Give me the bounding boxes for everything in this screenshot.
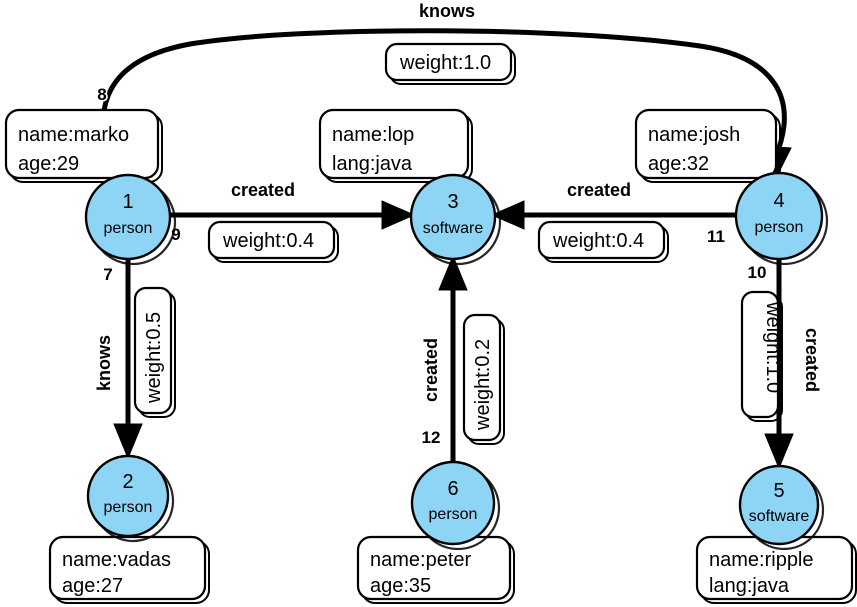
vertex-4-id: 4	[773, 190, 784, 212]
property-box-vertex-6-line1: name:peter	[370, 549, 472, 571]
edge-10-arrowhead	[764, 433, 794, 470]
property-box-vertex-1[interactable]: name:marko age:29	[4, 108, 163, 183]
property-box-vertex-3-bg	[318, 108, 470, 180]
edge-11-created[interactable]	[490, 200, 736, 230]
property-box-vertex-4-line2: age:32	[648, 153, 709, 175]
weight-box-edge-7-text: weight:0.5	[143, 312, 165, 404]
weight-box-edge-11[interactable]: weight:0.4	[537, 220, 669, 263]
weight-box-edge-8-text: weight:1.0	[399, 52, 491, 74]
weight-box-edge-11-bg	[537, 220, 666, 260]
vertex-1-circle	[84, 173, 172, 261]
edge-7-knows[interactable]	[113, 258, 143, 460]
vertex-2-circle	[86, 454, 170, 538]
edge-12-id: 12	[422, 428, 441, 447]
vertex-6-circle	[410, 460, 496, 546]
edge-9-created[interactable]	[170, 200, 416, 230]
weight-box-edge-10[interactable]: weight:1.0	[740, 290, 784, 422]
property-box-vertex-6-line2: age:35	[370, 575, 431, 597]
weight-box-edge-9-bg	[207, 220, 336, 260]
property-box-vertex-5[interactable]: name:ripple lang:java	[695, 535, 857, 604]
vertex-5-ripple[interactable]: 5 software	[738, 464, 825, 551]
weight-box-edge-7-bg	[133, 286, 173, 415]
vertex-3-label: software	[423, 220, 484, 237]
edge-12-created[interactable]	[438, 254, 468, 463]
edge-8-label: knows	[419, 1, 475, 21]
edge-7-arrowhead	[113, 423, 143, 460]
edge-9-label: created	[231, 180, 295, 200]
edge-7-id: 7	[103, 265, 112, 284]
vertex-6-id: 6	[447, 478, 458, 500]
weight-box-edge-12-bg	[462, 313, 502, 442]
edge-7-label: knows	[94, 335, 114, 391]
weight-box-edge-12-text: weight:0.2	[472, 339, 494, 431]
edge-11-id: 11	[707, 227, 725, 246]
weight-box-edge-10-bg	[740, 290, 780, 419]
property-box-vertex-1-line1: name:marko	[18, 124, 129, 146]
property-box-vertex-1-bg	[4, 108, 160, 180]
edge-8-id: 8	[97, 85, 106, 104]
edge-12-label: created	[421, 338, 441, 402]
vertex-6-label: person	[429, 506, 478, 523]
property-box-vertex-2-line1: name:vadas	[62, 549, 171, 571]
property-box-vertex-1-line2: age:29	[18, 153, 79, 175]
vertex-2-vadas[interactable]: 2 person	[86, 454, 175, 543]
edge-12-arrowhead	[438, 254, 468, 291]
vertex-4-label: person	[755, 219, 804, 236]
vertex-5-id: 5	[773, 480, 784, 502]
property-box-vertex-3-line2: lang:java	[332, 153, 413, 175]
property-box-vertex-4-line1: name:josh	[648, 124, 740, 146]
edge-11-arrowhead	[490, 200, 525, 230]
vertex-2-id: 2	[122, 471, 133, 493]
property-box-vertex-6[interactable]: name:peter age:35	[356, 535, 515, 604]
weight-box-edge-9[interactable]: weight:0.4	[207, 220, 339, 263]
property-box-vertex-4-bg	[634, 108, 778, 180]
weight-box-edge-12[interactable]: weight:0.2	[462, 313, 505, 445]
property-box-vertex-5-line1: name:ripple	[709, 549, 814, 571]
vertex-2-label: person	[104, 499, 153, 516]
property-box-vertex-3[interactable]: name:lop lang:java	[318, 108, 473, 183]
edge-11-label: created	[567, 180, 631, 200]
vertex-3-lop[interactable]: 3 software	[409, 173, 502, 266]
edge-10-id: 10	[748, 263, 767, 282]
vertex-4-josh[interactable]: 4 person	[734, 171, 829, 266]
weight-box-edge-11-text: weight:0.4	[552, 230, 644, 252]
weight-box-edge-9-text: weight:0.4	[222, 230, 314, 252]
property-box-vertex-5-line2: lang:java	[709, 575, 790, 597]
property-box-vertex-2[interactable]: name:vadas age:27	[48, 535, 210, 604]
vertex-3-circle	[409, 173, 497, 261]
vertex-6-peter[interactable]: 6 person	[410, 460, 501, 551]
weight-box-edge-7[interactable]: weight:0.5	[133, 286, 176, 418]
property-box-vertex-3-line1: name:lop	[332, 124, 414, 146]
weight-box-edge-10-text: weight:1.0	[762, 301, 784, 393]
property-box-vertex-2-line2: age:27	[62, 575, 123, 597]
vertex-1-marko[interactable]: 1 person	[84, 173, 177, 266]
weight-box-edge-8-bg	[384, 42, 513, 82]
vertex-1-label: person	[104, 220, 153, 237]
vertex-5-label: software	[749, 508, 810, 525]
edge-9-id: 9	[171, 225, 180, 244]
vertex-1-id: 1	[122, 191, 133, 213]
vertex-3-id: 3	[447, 191, 458, 213]
property-box-vertex-4[interactable]: name:josh age:32	[634, 108, 781, 183]
edge-8-line	[100, 28, 787, 179]
edge-10-label: created	[802, 328, 822, 392]
vertex-5-circle	[738, 464, 820, 546]
weight-box-edge-8[interactable]: weight:1.0	[384, 42, 516, 85]
edge-9-arrowhead	[381, 200, 416, 230]
vertex-4-circle	[734, 171, 824, 261]
